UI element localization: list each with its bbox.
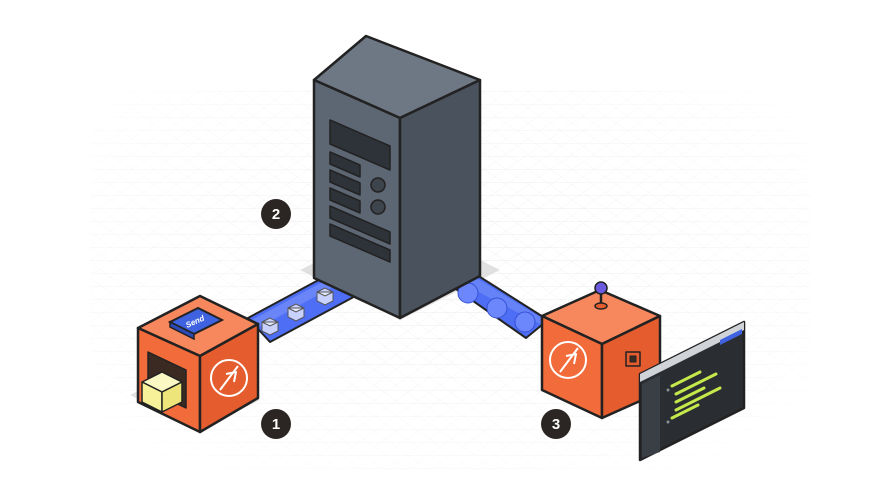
step-badge-1-label: 1 [272, 416, 280, 433]
packet-cube [316, 287, 334, 306]
step-badge-3: 3 [541, 409, 571, 439]
server-tower [312, 34, 482, 320]
data-bubble [486, 297, 508, 319]
step-badge-3-label: 3 [552, 416, 560, 433]
send-button[interactable]: Send [167, 306, 225, 341]
terminal-window-icon [638, 320, 746, 462]
postman-rocket-icon [549, 341, 587, 379]
package-icon [141, 371, 183, 413]
postman-rocket-icon [210, 359, 248, 397]
step-badge-2-label: 2 [272, 206, 280, 223]
step-badge-1: 1 [261, 409, 291, 439]
antenna-icon [594, 281, 608, 310]
step-badge-2: 2 [261, 199, 291, 229]
packet-cube [261, 317, 279, 336]
receiver-box [540, 288, 662, 420]
packet-cube [287, 303, 305, 322]
data-bubble [514, 311, 536, 333]
